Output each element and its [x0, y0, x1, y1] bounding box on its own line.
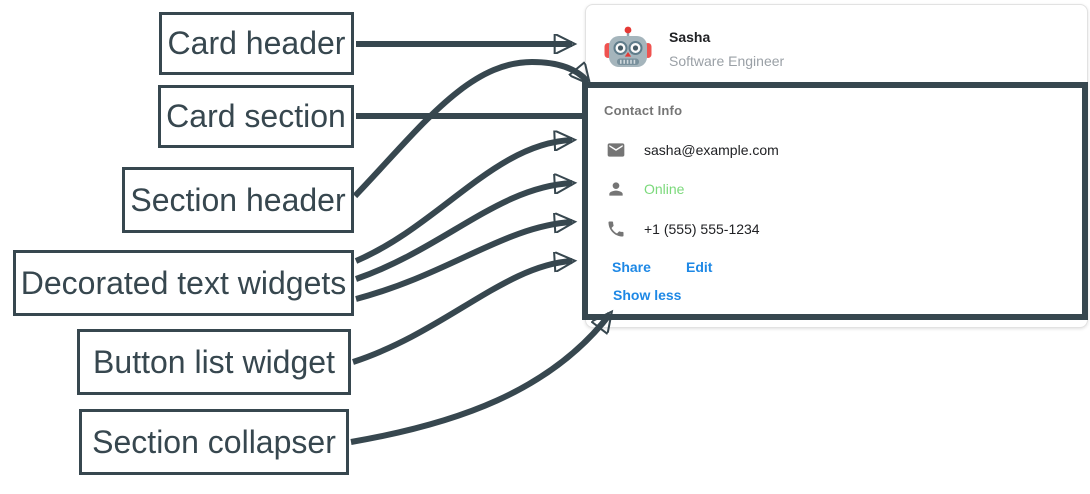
label-section-collapser: Section collapser: [79, 409, 349, 475]
label-section-header: Section header: [122, 167, 354, 233]
arrow-decorated-phone: [355, 222, 572, 302]
arrow-section-collapser: [350, 314, 610, 445]
label-decorated-text-widgets: Decorated text widgets: [13, 250, 354, 316]
phone-text: +1 (555) 555-1234: [644, 221, 760, 237]
card-header: Sasha Software Engineer: [586, 5, 1087, 85]
email-text: sasha@example.com: [644, 142, 779, 158]
edit-button[interactable]: Edit: [686, 259, 713, 275]
decorated-text-email: sasha@example.com: [586, 140, 1087, 162]
show-less-button[interactable]: Show less: [613, 287, 682, 303]
decorated-text-phone: +1 (555) 555-1234: [586, 219, 1087, 241]
card-subtitle: Software Engineer: [669, 53, 785, 69]
arrow-button-list: [352, 261, 572, 365]
section-header-text: Contact Info: [604, 103, 683, 118]
share-button[interactable]: Share: [612, 259, 651, 275]
card-title: Sasha: [669, 29, 711, 45]
arrow-section-header: [352, 58, 588, 199]
contact-card: Sasha Software Engineer Contact Info sas…: [585, 4, 1088, 328]
avatar: [604, 24, 652, 72]
label-card-header: Card header: [159, 12, 354, 75]
person-icon: [609, 182, 623, 196]
arrow-decorated-status: [355, 183, 572, 282]
label-card-section: Card section: [158, 85, 354, 148]
phone-icon: [608, 221, 624, 237]
label-button-list-widget: Button list widget: [77, 329, 351, 395]
arrow-decorated-email: [354, 140, 572, 264]
decorated-text-status: Online: [586, 179, 1087, 201]
email-icon: [607, 143, 625, 157]
card-section: Contact Info sasha@example.com Online +1…: [586, 83, 1087, 329]
robot-avatar-icon: [604, 26, 652, 67]
status-text: Online: [644, 181, 685, 197]
